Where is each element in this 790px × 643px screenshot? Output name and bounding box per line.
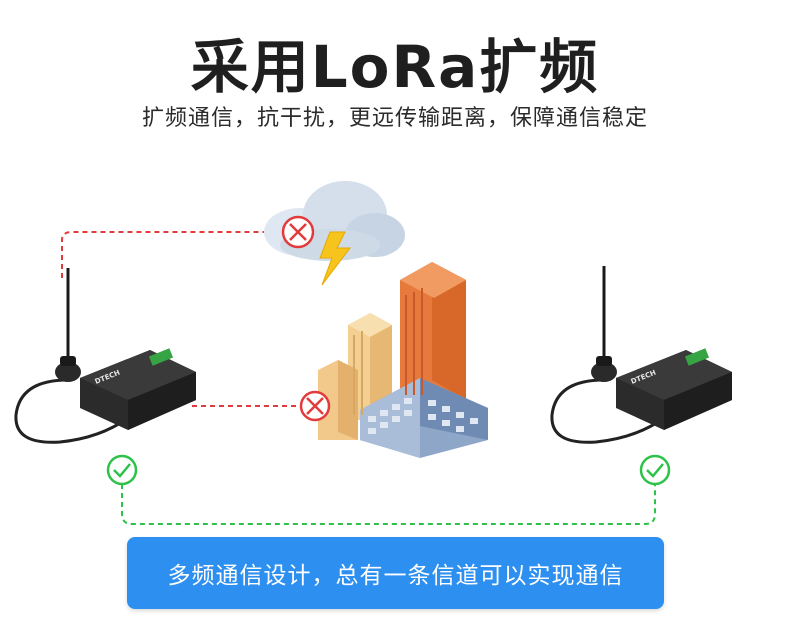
check-icon-right <box>639 454 671 486</box>
antenna-cable-left <box>14 378 129 444</box>
page-title: 采用LoRa扩频 <box>190 33 600 101</box>
lora-device-right: DTECH <box>550 266 732 444</box>
blocked-icon-cloud <box>281 215 315 249</box>
antenna-cable-right <box>550 378 665 444</box>
lightning-icon <box>319 231 352 286</box>
page-subtitle: 扩频通信，抗干扰，更远传输距离，保障通信稳定 <box>141 106 648 131</box>
check-icon-left <box>106 454 138 486</box>
blocked-path-cloud <box>61 231 282 278</box>
successful-path <box>121 484 656 525</box>
buildings-icon <box>318 262 488 458</box>
blocked-icon-building <box>299 390 331 422</box>
lora-device-left: DTECH <box>14 268 196 444</box>
feature-banner: 多频通信设计，总有一条信道可以实现通信 <box>127 537 664 609</box>
